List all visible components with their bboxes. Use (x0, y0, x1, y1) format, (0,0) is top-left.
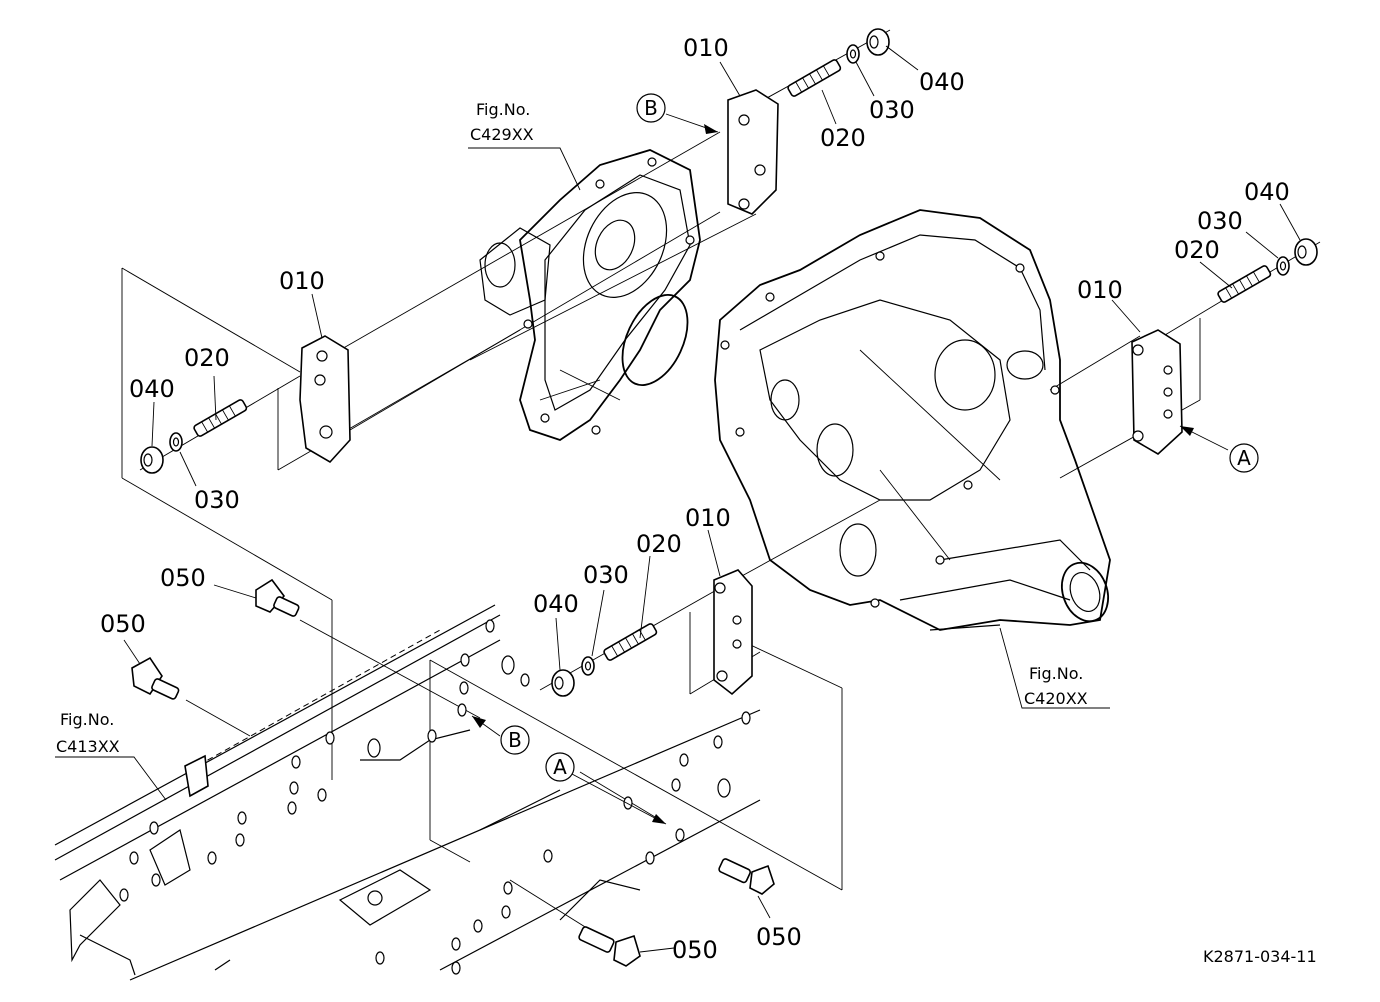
label-bolt-bottom-right: 050 (756, 923, 802, 951)
label-top-stud: 020 (820, 124, 866, 152)
ref-c420xx: Fig.No. C420XX (1024, 664, 1088, 708)
label-top-nut: 040 (919, 68, 965, 96)
callout-a-right: A (1229, 443, 1259, 473)
label-bolt-left: 050 (100, 610, 146, 638)
label-top-washer: 030 (869, 96, 915, 124)
label-left-stud: 020 (184, 344, 230, 372)
label-center-nut: 040 (533, 590, 579, 618)
svg-text:Fig.No.: Fig.No. (60, 710, 114, 729)
label-right-nut: 040 (1244, 178, 1290, 206)
svg-text:A: A (1237, 446, 1251, 470)
label-bolt-upper-left: 050 (160, 564, 206, 592)
washers (169, 44, 1290, 676)
svg-text:B: B (508, 728, 522, 752)
bolt-left (131, 656, 180, 700)
label-top-bracket: 010 (683, 34, 729, 62)
bracket-left (299, 335, 351, 464)
bracket-right (1131, 329, 1183, 455)
part-labels: 010 020 030 040 010 020 030 040 010 020 … (100, 34, 1290, 964)
studs (193, 59, 1272, 661)
bolt-bottom-right (718, 858, 775, 895)
frame-rails (54, 604, 761, 981)
callout-a-frame: A (545, 752, 575, 782)
bracket-center (713, 569, 753, 696)
svg-text:C413XX: C413XX (56, 737, 120, 756)
label-right-washer: 030 (1197, 207, 1243, 235)
label-left-bracket: 010 (279, 267, 325, 295)
diagram-code: K2871-034-11 (1203, 947, 1317, 966)
label-bolt-bottom: 050 (672, 936, 718, 964)
ref-c429xx: Fig.No. C429XX (470, 100, 534, 144)
svg-text:C429XX: C429XX (470, 125, 534, 144)
bolt-upper-left (255, 578, 300, 617)
leader-lines (55, 45, 1301, 953)
label-left-washer: 030 (194, 486, 240, 514)
label-center-washer: 030 (583, 561, 629, 589)
svg-text:C420XX: C420XX (1024, 689, 1088, 708)
label-center-bracket: 010 (685, 504, 731, 532)
label-center-stud: 020 (636, 530, 682, 558)
bolt-bottom (578, 926, 641, 967)
callout-b-frame: B (500, 725, 530, 755)
label-right-bracket: 010 (1077, 276, 1123, 304)
svg-text:A: A (553, 755, 567, 779)
ref-c413xx: Fig.No. C413XX (56, 710, 120, 756)
label-right-stud: 020 (1174, 236, 1220, 264)
nuts (140, 28, 1318, 697)
svg-text:B: B (644, 96, 658, 120)
svg-text:Fig.No.: Fig.No. (1029, 664, 1083, 683)
clutch-housing (479, 149, 701, 441)
transmission-case (714, 209, 1111, 631)
svg-text:Fig.No.: Fig.No. (476, 100, 530, 119)
callout-b-top: B (636, 93, 666, 123)
label-left-nut: 040 (129, 375, 175, 403)
bracket-top (727, 89, 779, 215)
